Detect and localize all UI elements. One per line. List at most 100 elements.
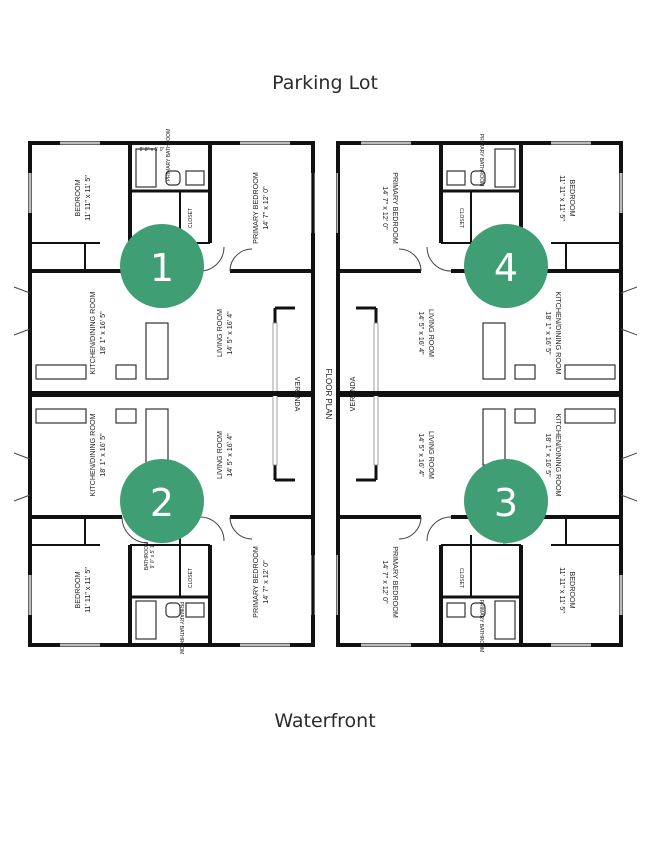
svg-text:BEDROOM: BEDROOM	[568, 179, 577, 216]
unit-2-kitchen-label: KITCHEN/DINING ROOM	[88, 413, 97, 496]
svg-text:2: 2	[150, 481, 174, 525]
unit-3-number: 3	[494, 481, 518, 525]
svg-text:KITCHEN/DINING ROOM: KITCHEN/DINING ROOM	[554, 413, 563, 496]
svg-text:PRIMARY BATHROOM: PRIMARY BATHROOM	[478, 600, 484, 653]
svg-text:18' 1" x 16' 5": 18' 1" x 16' 5"	[544, 433, 553, 477]
svg-text:VERANDA: VERANDA	[348, 376, 357, 411]
svg-text:PRIMARY BEDROOM: PRIMARY BEDROOM	[251, 172, 260, 244]
svg-text:KITCHEN/DINING ROOM: KITCHEN/DINING ROOM	[88, 413, 97, 496]
unit-4-kitchen-dim: 18' 1" x 16' 5"	[544, 311, 553, 355]
svg-text:FLOOR PLAN: FLOOR PLAN	[324, 369, 333, 420]
unit-1-closet-label: CLOSET	[188, 208, 194, 228]
svg-text:11' 11" x 11' 5": 11' 11" x 11' 5"	[83, 567, 92, 613]
unit-2-bedroom-dim: 11' 11" x 11' 5"	[83, 567, 92, 613]
svg-text:14' 7" x 12' 0": 14' 7" x 12' 0"	[381, 560, 390, 604]
unit-4-bedroom-dim: 11' 11" x 11' 5"	[558, 175, 567, 221]
unit-1-primary-label: PRIMARY BEDROOM	[251, 172, 260, 244]
unit-2-kitchen-dim: 18' 1" x 16' 5"	[98, 433, 107, 477]
svg-text:3: 3	[494, 481, 518, 525]
svg-text:KITCHEN/DINING ROOM: KITCHEN/DINING ROOM	[88, 291, 97, 374]
unit-2-living-label: LIVING ROOM	[215, 431, 224, 479]
unit-4-badge: 4	[464, 224, 548, 308]
svg-text:VERANDA: VERANDA	[293, 377, 302, 412]
unit-1-living-dim: 14' 5" x 16' 4"	[225, 311, 234, 355]
unit-2-bath2-dim: 9' 0" x 5' 1"	[150, 543, 156, 568]
svg-text:CLOSET: CLOSET	[458, 208, 464, 228]
svg-text:LIVING ROOM: LIVING ROOM	[215, 431, 224, 479]
svg-text:14' 5" x 16' 4": 14' 5" x 16' 4"	[225, 311, 234, 355]
svg-text:PRIMARY BATHROOM: PRIMARY BATHROOM	[478, 134, 484, 187]
svg-text:BEDROOM: BEDROOM	[568, 571, 577, 608]
svg-text:LIVING ROOM: LIVING ROOM	[215, 309, 224, 357]
svg-text:CLOSET: CLOSET	[188, 208, 194, 228]
svg-text:PRIMARY BEDROOM: PRIMARY BEDROOM	[391, 546, 400, 618]
unit-1-bath-dim: 8' 8" x 5' 0"	[140, 147, 165, 153]
unit-3-bedroom-label: BEDROOM	[568, 571, 577, 608]
svg-text:9' 0" x 5' 1": 9' 0" x 5' 1"	[150, 543, 156, 568]
svg-text:BEDROOM: BEDROOM	[73, 571, 82, 608]
unit-4-kitchen-label: KITCHEN/DINING ROOM	[554, 291, 563, 374]
unit-2-primary-dim: 14' 7" x 12' 0"	[261, 560, 270, 604]
svg-text:11' 11" x 11' 5": 11' 11" x 11' 5"	[83, 175, 92, 221]
unit-2-badge: 2	[120, 459, 204, 543]
svg-text:14' 7" x 12' 0": 14' 7" x 12' 0"	[261, 560, 270, 604]
unit-2-bath2-label: BATHROOM	[144, 542, 150, 571]
unit-3-closet-label: CLOSET	[458, 568, 464, 588]
unit-4-primary-dim: 14' 7" x 12' 0"	[381, 186, 390, 230]
unit-1-living-label: LIVING ROOM	[215, 309, 224, 357]
unit-3-primary-label: PRIMARY BEDROOM	[391, 546, 400, 618]
svg-text:LIVING ROOM: LIVING ROOM	[427, 309, 436, 357]
unit-4-bedroom-label: BEDROOM	[568, 179, 577, 216]
svg-text:14' 5" x 16' 4": 14' 5" x 16' 4"	[417, 311, 426, 355]
unit-1-bedroom-dim: 11' 11" x 11' 5"	[83, 175, 92, 221]
svg-text:11' 11" x 11' 5": 11' 11" x 11' 5"	[558, 175, 567, 221]
svg-text:1: 1	[150, 246, 174, 290]
unit-4-number: 4	[494, 246, 518, 290]
unit-4-living-dim: 14' 5" x 16' 4"	[417, 311, 426, 355]
unit-4-living-label: LIVING ROOM	[427, 309, 436, 357]
unit-3-kitchen-label: KITCHEN/DINING ROOM	[554, 413, 563, 496]
svg-text:14' 5" x 16' 4": 14' 5" x 16' 4"	[225, 433, 234, 477]
unit-1-floor-plan: BEDROOM 11' 11" x 11' 5" PRIMARY BATHROO…	[12, 129, 315, 397]
unit-3-badge: 3	[464, 459, 548, 543]
unit-1-kitchen-dim: 18' 1" x 16' 5"	[98, 311, 107, 355]
svg-text:PRIMARY BEDROOM: PRIMARY BEDROOM	[391, 172, 400, 244]
unit-4-labels: BEDROOM 11' 11" x 11' 5" PRIMARY BATHROO…	[381, 134, 577, 375]
svg-text:LIVING ROOM: LIVING ROOM	[427, 431, 436, 479]
svg-text:KITCHEN/DINING ROOM: KITCHEN/DINING ROOM	[554, 291, 563, 374]
unit-2-bedroom-label: BEDROOM	[73, 571, 82, 608]
svg-text:CLOSET: CLOSET	[188, 568, 194, 588]
svg-text:11' 11" x 11' 5": 11' 11" x 11' 5"	[558, 567, 567, 613]
unit-1-number: 1	[150, 246, 174, 290]
unit-3-bath-label: PRIMARY BATHROOM	[478, 600, 484, 653]
svg-text:14' 7" x 12' 0": 14' 7" x 12' 0"	[261, 186, 270, 230]
unit-2-closet-label: CLOSET	[188, 568, 194, 588]
svg-text:BATHROOM: BATHROOM	[144, 542, 150, 571]
unit-2-number: 2	[150, 481, 174, 525]
svg-text:18' 1" x 16' 5": 18' 1" x 16' 5"	[98, 311, 107, 355]
unit-1-bedroom-label: BEDROOM	[73, 179, 82, 216]
svg-text:CLOSET: CLOSET	[458, 568, 464, 588]
floor-plan-center-label: FLOOR PLAN	[324, 369, 333, 420]
unit-1-kitchen-label: KITCHEN/DINING ROOM	[88, 291, 97, 374]
veranda-right-label: VERANDA	[348, 376, 357, 411]
svg-text:14' 5" x 16' 4": 14' 5" x 16' 4"	[417, 433, 426, 477]
unit-1-bath-label: PRIMARY BATHROOM	[166, 129, 172, 182]
unit-3-primary-dim: 14' 7" x 12' 0"	[381, 560, 390, 604]
unit-2-bath-label: PRIMARY BATHROOM	[178, 602, 184, 655]
svg-text:14' 7" x 12' 0": 14' 7" x 12' 0"	[381, 186, 390, 230]
svg-text:4: 4	[494, 246, 518, 290]
svg-text:18' 1" x 16' 5": 18' 1" x 16' 5"	[98, 433, 107, 477]
unit-3-labels: BEDROOM 11' 11" x 11' 5" PRIMARY BATHROO…	[381, 413, 577, 652]
unit-1-primary-dim: 14' 7" x 12' 0"	[261, 186, 270, 230]
unit-4-primary-label: PRIMARY BEDROOM	[391, 172, 400, 244]
waterfront-caption: Waterfront	[274, 710, 376, 732]
svg-text:8' 8" x 5' 0": 8' 8" x 5' 0"	[140, 147, 165, 153]
svg-text:PRIMARY BEDROOM: PRIMARY BEDROOM	[251, 546, 260, 618]
unit-3-living-label: LIVING ROOM	[427, 431, 436, 479]
unit-4-closet-label: CLOSET	[458, 208, 464, 228]
parking-lot-caption: Parking Lot	[272, 72, 378, 94]
unit-2-living-dim: 14' 5" x 16' 4"	[225, 433, 234, 477]
unit-2-labels: BEDROOM 11' 11" x 11' 5" BATHROOM 9' 0" …	[73, 413, 270, 654]
